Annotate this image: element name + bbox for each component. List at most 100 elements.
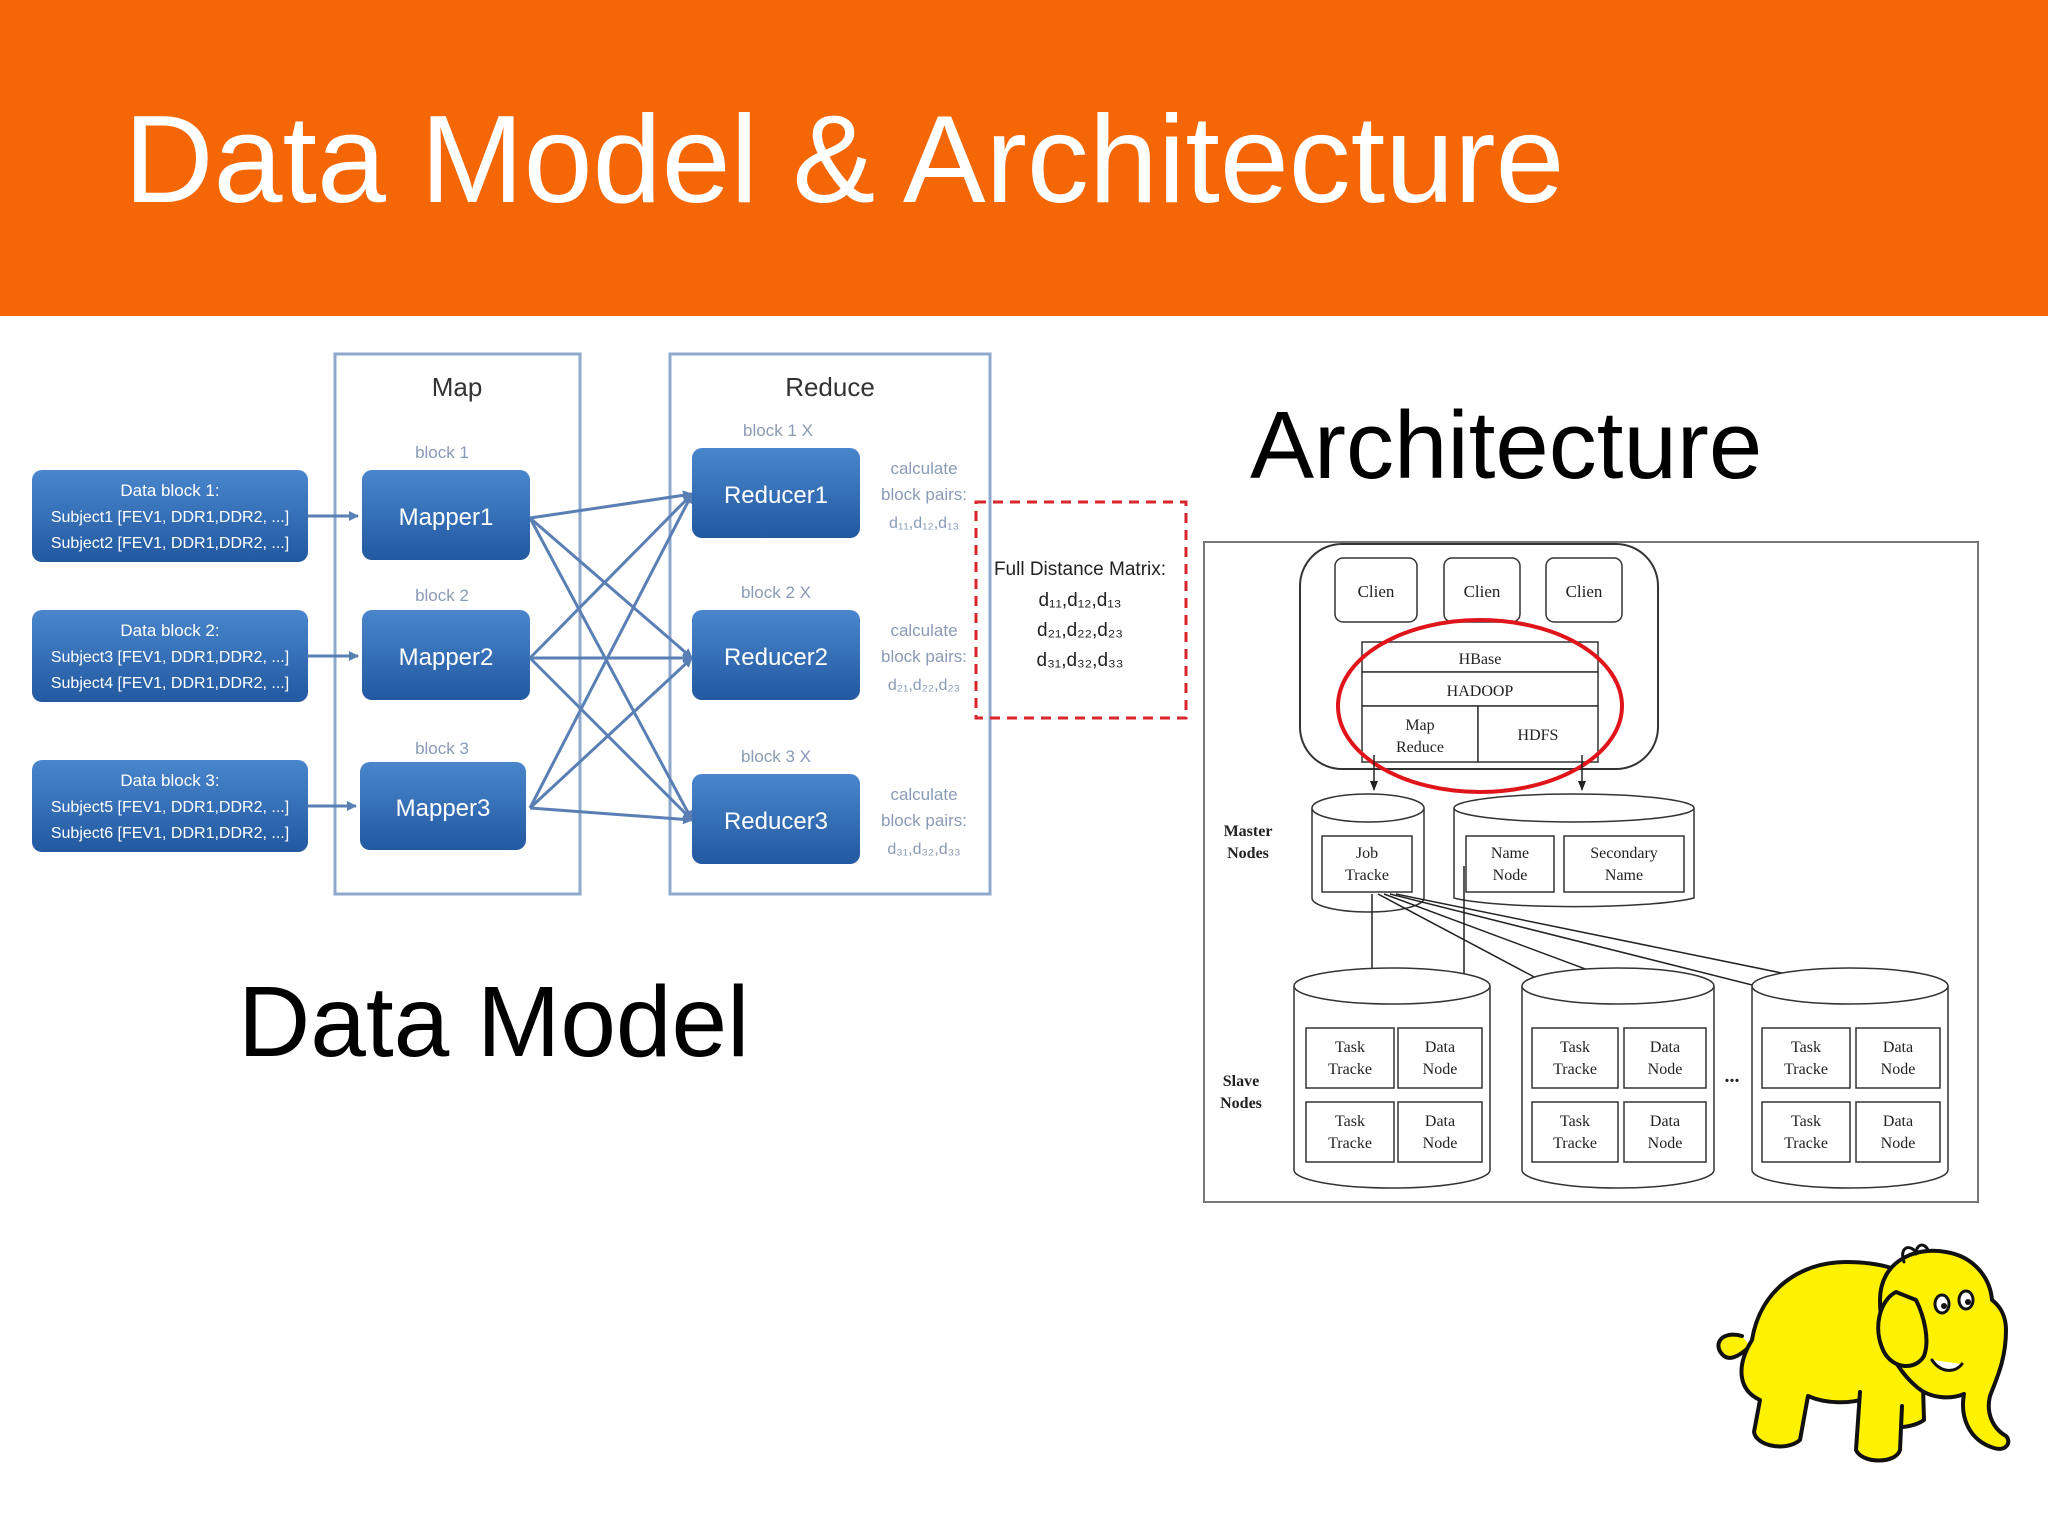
data-block-1-title: Data block 1: [120,481,219,500]
data-block-1-line1: Subject1 [FEV1, DDR1,DDR2, ...] [51,509,289,526]
slave-1-data-node-2-a: Data [1425,1113,1455,1130]
reducer-1-calc1: calculate [890,459,957,478]
slave-3-data-node-1-b: Node [1881,1061,1916,1078]
client-2-label: Clien [1464,582,1501,601]
map-reduce-label-2: Reduce [1396,739,1444,756]
reducer-1: Reducer1 [692,448,860,538]
mapper-3-label: Mapper3 [396,795,491,822]
slave-cylinder-3: Task Tracke Data Node Task Tracke Data N… [1751,967,1949,1189]
client-3-label: Clien [1566,582,1603,601]
reduce-frame [668,352,992,896]
input-arrows [308,511,359,811]
slave-1-data-node-1-a: Data [1425,1039,1455,1056]
data-block-2: Data block 2: Subject3 [FEV1, DDR1,DDR2,… [32,610,308,702]
slave-3-task-tracker-1-a: Task [1791,1039,1821,1056]
slave-2-data-node-2-a: Data [1650,1113,1680,1130]
slave-2-task-tracker-1-b: Tracke [1553,1061,1597,1078]
client-cluster [1299,543,1659,770]
client-1-label: Clien [1358,582,1395,601]
secondary-name-label-2: Name [1605,867,1643,884]
slave-1-data-node-1-b: Node [1423,1061,1458,1078]
job-tracker-cylinder: Job Tracke [1311,793,1425,913]
slave-1-data-node-2-b: Node [1423,1135,1458,1152]
mapper-2-block-label: block 2 [415,586,469,605]
reducer-1-pairs: d₁₁,d₁₂,d₁₃ [889,515,959,532]
slave-2-data-node-1-b: Node [1648,1061,1683,1078]
slave-3-data-node-2-b: Node [1881,1135,1916,1152]
client-3: Clien [1545,557,1623,623]
map-reduce-label-1: Map [1405,717,1434,734]
reducer-2-calc1: calculate [890,621,957,640]
slave-2-data-node-1-a: Data [1650,1039,1680,1056]
distance-matrix-row-1: d₁₁,d₁₂,d₁₃ [1038,590,1121,611]
reducer-2-pairs: d₂₁,d₂₂,d₂₃ [888,677,960,694]
slide-title: Data Model & Architecture [124,91,1565,229]
reducer-3-pairs: d₃₁,d₃₂,d₃₃ [887,841,960,858]
slave-1-task-tracker-1-b: Tracke [1328,1061,1372,1078]
mapper-1-label: Mapper1 [399,504,494,531]
client-1: Clien [1334,557,1418,623]
shuffle-connections [528,490,694,825]
name-node-cylinder: Name Node Secondary Name [1453,793,1695,908]
reducer-1-calc2: block pairs: [881,485,967,504]
slave-cylinder-2: Task Tracke Data Node Task Tracke Data N… [1521,967,1715,1189]
reducer-2-label: Reducer2 [724,644,828,671]
data-model-caption: Data Model [238,966,750,1078]
architecture-caption: Architecture [1250,392,1763,499]
data-block-1: Data block 1: Subject1 [FEV1, DDR1,DDR2,… [32,470,308,562]
slave-2-task-tracker-2-b: Tracke [1553,1135,1597,1152]
mapper-3: Mapper3 [360,762,526,850]
reducer-3-calc1: calculate [890,785,957,804]
data-block-3-line1: Subject5 [FEV1, DDR1,DDR2, ...] [51,799,289,816]
reduce-label: Reduce [785,372,875,402]
data-block-2-line1: Subject3 [FEV1, DDR1,DDR2, ...] [51,649,289,666]
reducer-1-block-label: block 1 X [743,421,813,440]
reducer-3-block-label: block 3 X [741,747,811,766]
reducer-1-label: Reducer1 [724,482,828,509]
title-bar: Data Model & Architecture [0,0,2048,316]
map-frame [333,352,582,896]
reducer-2-block-label: block 2 X [741,583,811,602]
slave-1-task-tracker-1-a: Task [1335,1039,1365,1056]
data-block-3-title: Data block 3: [120,771,219,790]
data-block-3-line2: Subject6 [FEV1, DDR1,DDR2, ...] [51,825,289,842]
job-tracker-label-1: Job [1356,845,1378,862]
highlight-ellipse [1336,618,1624,794]
hadoop-layer [1361,671,1599,707]
reducer-3-calc2: block pairs: [881,811,967,830]
mapper-2: Mapper2 [362,610,530,700]
slave-1-task-tracker-2-b: Tracke [1328,1135,1372,1152]
distance-matrix-row-2: d₂₁,d₂₂,d₂₃ [1037,620,1123,641]
map-label: Map [432,372,483,402]
master-nodes-label-2: Nodes [1227,845,1269,862]
hbase-label: HBase [1459,651,1502,668]
slave-2-data-node-2-b: Node [1648,1135,1683,1152]
slave-ellipsis: ... [1725,1065,1740,1087]
reducer-3-label: Reducer3 [724,808,828,835]
slave-1-task-tracker-2-a: Task [1335,1113,1365,1130]
distance-matrix-box [974,500,1188,720]
slave-2-task-tracker-2-a: Task [1560,1113,1590,1130]
client-2: Clien [1443,557,1521,623]
hadoop-label: HADOOP [1447,683,1514,700]
data-block-2-line2: Subject4 [FEV1, DDR1,DDR2, ...] [51,675,289,692]
reducer-2: Reducer2 [692,610,860,700]
slave-3-task-tracker-2-b: Tracke [1784,1135,1828,1152]
slave-3-task-tracker-2-a: Task [1791,1113,1821,1130]
mapper-1: Mapper1 [362,470,530,560]
data-block-1-line2: Subject2 [FEV1, DDR1,DDR2, ...] [51,535,289,552]
architecture-diagram: Clien Clien Clien HBase HADOOP Map Reduc… [1203,541,1979,1203]
data-block-3: Data block 3: Subject5 [FEV1, DDR1,DDR2,… [32,760,308,852]
distance-matrix-row-3: d₃₁,d₃₂,d₃₃ [1037,650,1124,671]
slave-nodes-label-2: Nodes [1220,1095,1262,1112]
name-node-label-1: Name [1491,845,1529,862]
reducer-2-calc2: block pairs: [881,647,967,666]
slave-2-task-tracker-1-a: Task [1560,1039,1590,1056]
secondary-name-label-1: Secondary [1590,845,1658,862]
hdfs-layer [1477,705,1599,763]
slave-3-data-node-2-a: Data [1883,1113,1913,1130]
name-node-label-2: Node [1493,867,1528,884]
mapper-1-block-label: block 1 [415,443,469,462]
reducer-3: Reducer3 [692,774,860,864]
